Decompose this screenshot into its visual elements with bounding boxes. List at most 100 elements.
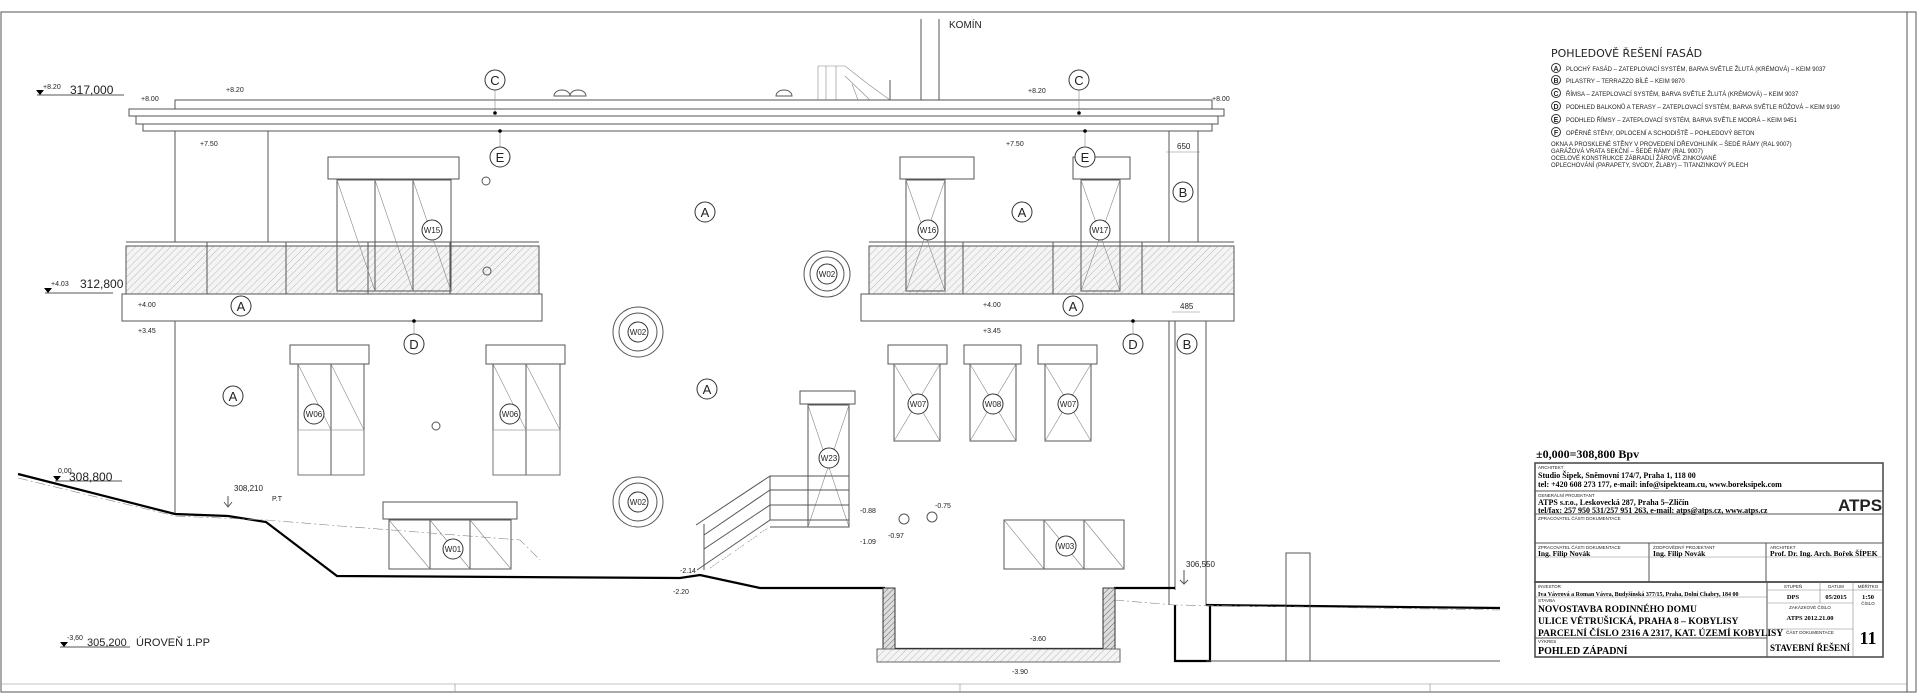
dimension-label: 308,210 [234,484,263,493]
dimension-label: -0.88 [860,508,876,515]
dimension-label: 306,550 [1186,560,1215,569]
svg-text:308,800: 308,800 [69,470,113,484]
marker-a: A [694,201,716,223]
svg-text:305,200: 305,200 [87,637,127,649]
marker-e: E [1074,129,1096,168]
chimney-label: KOMÍN [949,18,982,31]
svg-text:Prof. Dr. Ing. Arch. Bořek ŠÍP: Prof. Dr. Ing. Arch. Bořek ŠÍPEK [1770,548,1878,558]
datum-label: ±0,000=308,800 Bpv [1536,447,1639,461]
window-label: W02 [630,498,647,507]
svg-text:B: B [1179,185,1188,200]
dimension-label: +8.00 [1212,96,1230,103]
svg-text:ARCHITEKT: ARCHITEKT [1538,465,1564,470]
legend-item: B PILASTRY – TERRAZZO BÍLÉ – KEIM 9870 [1551,75,1685,85]
svg-text:A: A [229,389,238,404]
dimension-label: +8.00 [141,96,159,103]
balcony-left [121,241,543,322]
svg-text:Ing. Filip Novák: Ing. Filip Novák [1538,549,1591,558]
legend-note: OPLECHOVÁNÍ (PARAPETY, SVODY, ŽLABY) – T… [1551,161,1748,169]
svg-text:E: E [496,150,505,165]
marker-a: A [230,295,252,317]
svg-text:C: C [490,73,499,88]
svg-text:ZODPOVĚDNÝ PROJEKTANT: ZODPOVĚDNÝ PROJEKTANT [1653,543,1715,550]
dimension-label: +7.50 [200,141,218,148]
svg-text:Studio Šípek, Sněmovní 174/7,: Studio Šípek, Sněmovní 174/7, Praha 1, 1… [1538,470,1696,480]
window-labels: W15 W16 W17 W06 W06 W07 W08 W07 W23 W01 … [303,219,1111,560]
window-label: W07 [1060,400,1077,409]
svg-text:A: A [1018,205,1027,220]
title-block: ±0,000=308,800 Bpv ARCHITEKT Studio Šípe… [1534,447,1884,658]
roof [128,65,1225,132]
svg-text:0,00: 0,00 [58,468,72,475]
dimension-label: -0.97 [888,533,904,540]
svg-text:DPS: DPS [1787,594,1800,601]
window-label: W03 [1058,542,1075,551]
dimension-label: -2.20 [673,589,689,596]
svg-text:A: A [1553,66,1558,73]
svg-text:PARCELNÍ ČÍSLO 2316 A 2317, KA: PARCELNÍ ČÍSLO 2316 A 2317, KAT. ÚZEMÍ K… [1538,626,1783,639]
dimension-label: +4.00 [983,302,1001,309]
svg-text:A: A [701,205,710,220]
window-label: W06 [502,410,519,419]
svg-text:VÝKRES: VÝKRES [1538,638,1556,644]
dimension-label: -0.75 [935,503,951,510]
marker-b: B [1172,181,1194,203]
marker-d: D [403,319,425,355]
svg-text:C: C [1074,73,1083,88]
chimney: KOMÍN [920,18,982,100]
material-markers: A A A A A A B B C C D D E E [222,69,1198,407]
dimension-label: -1.09 [860,539,876,546]
legend-note: GARÁŽOVÁ VRATA SEKČNÍ – ŠEDÉ RÁMY (RAL 9… [1551,147,1703,155]
dimension-label: P.T [272,496,283,503]
svg-text:E: E [1554,117,1559,124]
marker-a: A [696,378,718,400]
svg-text:B: B [1553,78,1558,85]
svg-text:ZPRACOVATEL ČÁSTI DOKUMENTACE: ZPRACOVATEL ČÁSTI DOKUMENTACE [1538,544,1621,550]
dimension-label: -2.14 [680,568,696,575]
window-label: W15 [424,226,441,235]
svg-text:ATPS s.r.o., Leskovecká 287, P: ATPS s.r.o., Leskovecká 287, Praha 5–Zli… [1538,498,1689,507]
level-roof: +8.20 317,000 [36,83,124,97]
marker-b: B [1176,333,1198,355]
svg-text:STUPEŇ: STUPEŇ [1784,583,1802,589]
window-label: W23 [821,454,838,463]
svg-text:-3,60: -3,60 [67,635,83,642]
svg-text:ARCHITEKT: ARCHITEKT [1770,545,1796,550]
windows [289,156,1131,570]
marker-c: C [1068,69,1090,115]
svg-text:PILASTRY – TERRAZZO BÍLÉ – KEI: PILASTRY – TERRAZZO BÍLÉ – KEIM 9870 [1566,78,1685,85]
svg-text:317,000: 317,000 [70,83,114,97]
level-ground: 0,00 308,800 [53,468,122,484]
drawing-title: POHLED ZÁPADNÍ [1538,645,1628,657]
svg-text:312,800: 312,800 [80,277,124,291]
dimension-label: 650 [1177,142,1191,151]
sheet-frame [0,11,1917,693]
legend-note: OCELOVÉ KONSTRUKCE ZÁBRADLÍ ŽÁROVĚ ZINKO… [1551,154,1717,162]
window-label: W02 [630,328,647,337]
svg-text:05/2015: 05/2015 [1825,594,1847,601]
window-label: W07 [910,400,927,409]
dimension-label: +8.20 [226,87,244,94]
marker-a: A [1062,295,1084,317]
svg-text:D: D [1553,104,1558,111]
window-label: W17 [1092,226,1109,235]
atps-logo: ATPS [1838,496,1882,515]
svg-text:A: A [237,299,246,314]
svg-text:A: A [703,382,712,397]
svg-text:ZAKÁZKOVÉ ČÍSLO: ZAKÁZKOVÉ ČÍSLO [1789,604,1831,610]
svg-text:Ing. Filip Novák: Ing. Filip Novák [1653,549,1706,558]
svg-text:PODHLED BALKONŮ A TERASY – ZAT: PODHLED BALKONŮ A TERASY – ZATEPLOVACÍ S… [1566,103,1840,111]
svg-text:F: F [1554,130,1559,137]
svg-text:NOVOSTAVBA RODINNÉHO DOMU: NOVOSTAVBA RODINNÉHO DOMU [1538,603,1697,615]
dimension-label: -3.60 [1030,636,1046,643]
dimension-labels: +8.00 +8.20 +7.50 +8.20 +8.00 +7.50 +4.0… [138,87,1230,676]
legend-note: OKNA A PROSKLENÉ STĚNY V PROVEDENÍ DŘEVO… [1551,140,1792,148]
svg-text:+4.03: +4.03 [51,281,69,288]
svg-text:ÚROVEŇ 1.PP: ÚROVEŇ 1.PP [136,636,210,649]
svg-text:B: B [1183,337,1192,352]
